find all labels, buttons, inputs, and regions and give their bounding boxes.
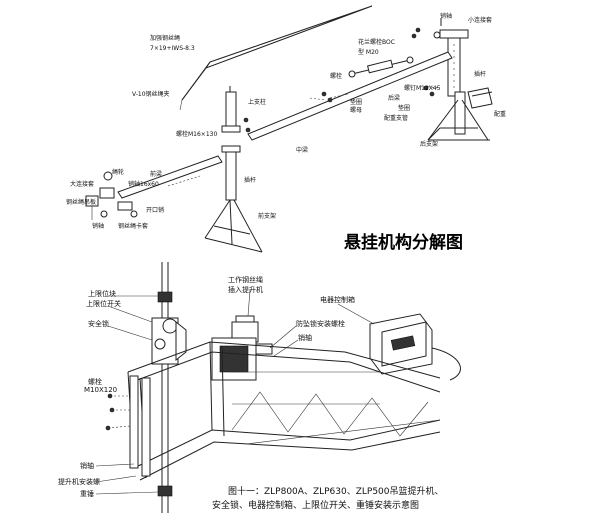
label-pin-top: 销轴 — [440, 12, 452, 20]
label-rear-beam-seat: 后梁 — [388, 94, 400, 102]
label-front-beam: 前梁 — [150, 170, 162, 178]
label-turnbuckle-2: 型 M20 — [358, 48, 379, 56]
label-small-hook: 小连接套 — [468, 16, 492, 24]
label-control-box: 电器控制箱 — [320, 295, 355, 304]
work-ropes — [161, 262, 169, 513]
label-hoist-bolt: 提升机安装螺 — [58, 477, 100, 486]
label-upper-post: 上支柱 — [248, 98, 266, 106]
front-beam — [117, 155, 223, 199]
rear-frame — [427, 91, 490, 141]
assembly-guides — [167, 85, 441, 187]
label-rope-clamp: 钢丝绳卡套 — [118, 222, 148, 230]
label-work-rope-2: 插入提升机 — [228, 285, 263, 294]
label-bolt-m16: 螺栓M16×130 — [176, 130, 217, 138]
label-pin-b: 销轴 — [92, 222, 104, 230]
label-pin: 销轴 — [80, 461, 94, 470]
label-mid-beam: 中梁 — [296, 146, 308, 154]
reinforcement-cable — [179, 5, 373, 111]
upper-limit-block — [157, 291, 173, 303]
hoist-motor — [211, 315, 273, 381]
hoist-bolts — [105, 393, 131, 431]
label-counterweight: 配重 — [494, 110, 506, 118]
label-washer-top: 垫圈 — [350, 98, 362, 106]
label-anti-tilt-bolt: 防坠锁安装螺栓 — [296, 319, 345, 328]
label-rope-wheel: 绳轮 — [112, 168, 124, 176]
label-nut-top: 螺母 — [350, 106, 362, 114]
label-bolt: 螺栓 — [88, 377, 102, 386]
label-cable-main: 加强钢丝绳 — [150, 34, 180, 42]
label-bolt-m12: 螺钉M12X45 — [404, 84, 441, 92]
mid-beam — [247, 51, 453, 141]
turnbuckle — [348, 56, 414, 78]
front-frame — [204, 145, 263, 253]
label-bolt-top: 螺栓 — [330, 72, 342, 80]
label-big-hook: 大连接套 — [70, 180, 94, 188]
label-cable-spec: 7×19+IWS-8.3 — [150, 45, 195, 52]
label-rear-frame: 后支架 — [420, 140, 438, 148]
label-rope-hanger: 钢丝绳吊板 — [66, 198, 96, 206]
safety-lock — [151, 317, 187, 365]
label-upper-limit-block: 上限位块 — [88, 289, 116, 298]
label-turnbuckle-1: 花兰螺栓BOC — [358, 38, 395, 46]
label-counter-support: 配重支管 — [384, 114, 408, 122]
control-box — [369, 313, 461, 381]
caption-line-1: 图十一：ZLP800A、ZLP630、ZLP500吊篮提升机、 — [228, 485, 444, 497]
page-title: 悬挂机构分解图 — [344, 232, 463, 253]
upper-post — [221, 86, 241, 133]
label-front-frame: 前支架 — [258, 212, 276, 220]
label-open-pin: 开口销 — [146, 206, 164, 214]
label-rear-pillar: 插杆 — [474, 70, 486, 78]
small-fasteners — [243, 27, 435, 133]
label-insert-rod: 插杆 — [244, 176, 256, 184]
label-heavy-hammer: 重锤 — [80, 489, 94, 498]
leader-lines — [95, 289, 375, 495]
caption-line-2: 安全锁、电器控制箱、上限位开关、重锤安装示意图 — [212, 499, 419, 511]
rear-pillar — [433, 18, 469, 97]
rope-hanger-assembly — [85, 171, 138, 220]
label-safety-lock: 安全锁 — [88, 319, 109, 328]
platform-frame — [127, 341, 441, 481]
heavy-hammer — [157, 485, 173, 497]
label-hoist-pin: 销轴 — [298, 333, 312, 342]
label-pin-16x60: 销轴16x60 — [128, 180, 159, 188]
label-work-rope: 工作钢丝绳 — [228, 275, 263, 284]
label-washer-rear: 垫圈 — [398, 104, 410, 112]
counterweight — [467, 87, 493, 109]
label-bolt-spec: M10X120 — [84, 386, 117, 394]
label-v-clip: V-10钢丝绳夹 — [132, 90, 170, 98]
label-upper-limit-switch: 上限位开关 — [86, 299, 121, 308]
